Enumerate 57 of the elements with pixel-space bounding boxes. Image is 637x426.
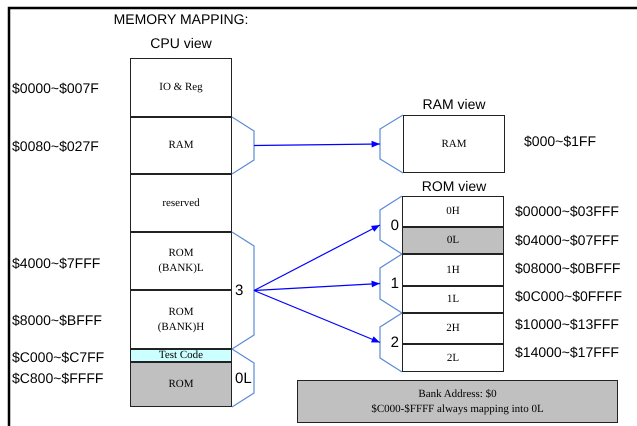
address-range: $08000~$0BFFF (515, 260, 620, 276)
memory-block (297, 380, 618, 423)
address-range: $8000~$BFFF (12, 312, 102, 328)
arrow (254, 290, 380, 344)
memory-block (130, 174, 232, 232)
block-label: 1H (446, 262, 460, 278)
view-heading: ROM view (422, 178, 486, 194)
address-range: $0000~$007F (12, 80, 99, 96)
memory-block (130, 349, 232, 362)
memory-block (130, 362, 232, 407)
bracket-label: 1 (390, 275, 399, 292)
bracket-label: 0L (235, 370, 252, 386)
memory-block (130, 117, 232, 174)
block-label: ROM (168, 377, 194, 392)
block-label: 1L (446, 292, 460, 307)
address-range: $4000~$7FFF (12, 255, 100, 271)
memory-block (402, 254, 504, 286)
memory-block (402, 286, 504, 313)
block-label: IO & Reg (159, 80, 203, 95)
block-label: RAM (441, 136, 467, 152)
arrow (254, 280, 380, 292)
memory-block (402, 313, 504, 344)
address-range: $10000~$13FFF (515, 316, 619, 332)
bracket-label: 3 (235, 282, 244, 299)
block-label: ROM (BANK)L (157, 246, 205, 276)
memory-block (402, 196, 504, 227)
memory-block (130, 58, 232, 117)
memory-block (402, 227, 504, 254)
address-range: $04000~$07FFF (515, 232, 619, 248)
address-range: $C000~$C7FF (12, 349, 104, 365)
block-label: reserved (162, 196, 200, 210)
address-range: $14000~$17FFF (515, 344, 619, 360)
block-label: Bank Address: $0 (418, 386, 497, 402)
memory-block (402, 344, 504, 372)
block-label: $C000-$FFFF always mapping into 0L (371, 402, 544, 416)
block-label: 2H (446, 321, 460, 336)
memory-block (403, 115, 505, 173)
block-label: RAM (168, 138, 194, 153)
bracket-label: 2 (390, 334, 399, 351)
bracket-label: 0 (390, 216, 399, 234)
block-label: ROM (BANK)H (156, 304, 206, 334)
block-label: 0L (446, 233, 460, 248)
address-range: $C800~$FFFF (12, 370, 104, 386)
address-range: $0C000~$0FFFF (515, 288, 622, 304)
memory-block (130, 290, 232, 349)
diagram-title: MEMORY MAPPING: (114, 11, 248, 27)
address-range: $00000~$03FFF (515, 203, 619, 219)
address-range: $0080~$027F (12, 138, 99, 154)
arrow (254, 140, 380, 148)
memory-block (130, 232, 232, 290)
block-label: 2L (446, 350, 460, 366)
view-heading: RAM view (422, 96, 486, 112)
block-label: Test Code (158, 350, 204, 361)
arrow (254, 224, 380, 292)
view-heading: CPU view (150, 35, 212, 51)
address-range: $000~$1FF (524, 133, 596, 149)
block-label: 0H (446, 204, 460, 219)
